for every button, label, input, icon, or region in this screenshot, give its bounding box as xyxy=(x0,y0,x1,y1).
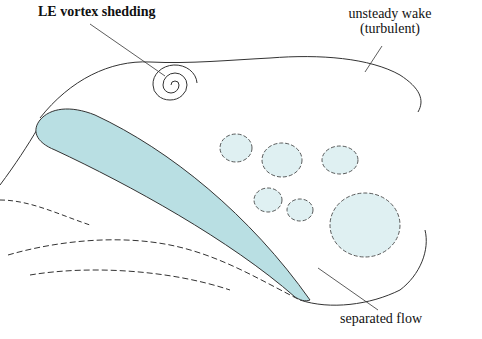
vortex-label: LE vortex shedding xyxy=(38,4,188,19)
separated-flow-label: separated flow xyxy=(340,311,470,326)
wake-label: unsteady wake (turbulent) xyxy=(340,6,440,37)
